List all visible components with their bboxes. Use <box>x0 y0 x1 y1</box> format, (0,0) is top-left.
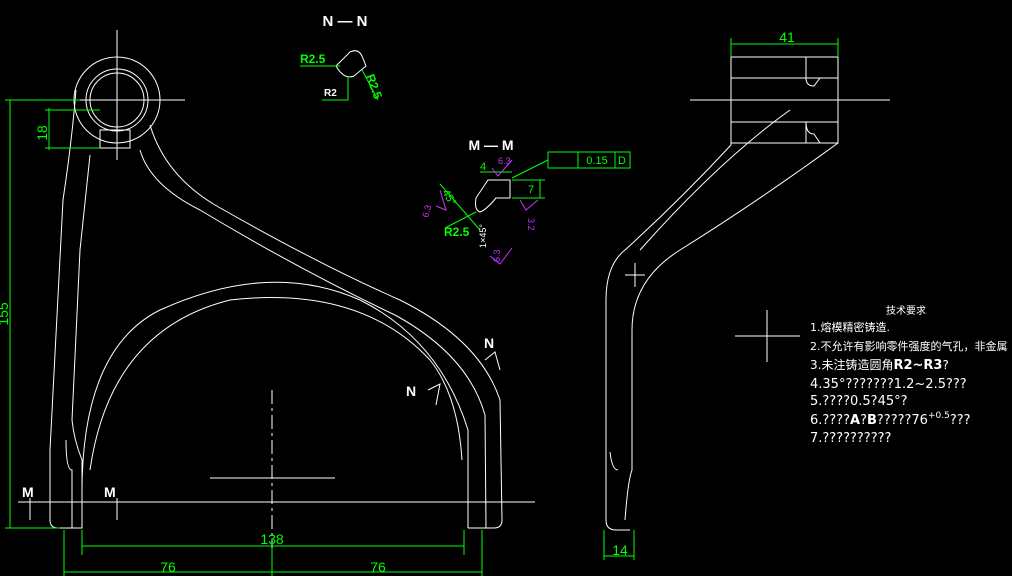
nn-r25-left: R2.5 <box>300 52 326 66</box>
side-arm-outer <box>605 143 732 531</box>
left-leg-outline <box>49 89 91 529</box>
notes-line-7: 7.?????????? <box>810 431 891 446</box>
fork-arch-inner <box>89 297 463 471</box>
mm-tolerance: 0.15 <box>586 155 607 167</box>
nn-profile <box>335 50 367 78</box>
mm-dim-45: 45° <box>439 188 458 208</box>
side-arm-inner <box>624 142 839 521</box>
left-leg-inner <box>65 439 73 528</box>
notes-line-2: 2.不允许有影响零件强度的气孔，非金属 <box>810 339 1008 353</box>
front-dim-labels: 18 155 138 76 76 N N M M <box>0 125 494 575</box>
technical-notes: 技术要求 1.熔模精密铸造. 2.不允许有影响零件强度的气孔，非金属 3.未注铸… <box>810 304 1008 446</box>
dim-138: 138 <box>260 531 284 547</box>
mm-datum: D <box>618 155 626 167</box>
roughness-63-bottom: 6.3 <box>492 249 502 262</box>
notes-center-cross <box>735 310 800 362</box>
dim-41: 41 <box>779 29 795 45</box>
roughness-63-top: 6.3 <box>498 156 511 166</box>
section-mm: M — M 4 7 45° 1×45° R2.5 0.15 D 6.3 6.3 <box>420 137 631 265</box>
arm-outer-curve <box>149 124 503 529</box>
nn-r25-right: R2.5 <box>363 72 385 101</box>
mm-dim-4: 4 <box>480 161 486 173</box>
section-n-marker-1: N <box>484 335 494 351</box>
mm-profile <box>475 179 511 213</box>
dim-18: 18 <box>34 125 50 141</box>
mm-dim-7: 7 <box>528 184 534 196</box>
notes-line-3: 3.未注铸造圆角R2~R3? <box>810 357 949 373</box>
dim-155: 155 <box>0 302 11 326</box>
fork-arch-outer <box>81 281 469 528</box>
notes-line-1: 1.熔模精密铸造. <box>810 320 890 334</box>
side-dimensions <box>603 38 839 560</box>
mm-r25: R2.5 <box>444 225 470 239</box>
section-m-marker-left: M <box>22 484 34 500</box>
notes-line-5: 5.????0.5?45°? <box>810 394 908 409</box>
mm-dim-1x45: 1×45° <box>478 224 488 248</box>
n-section-mark-1 <box>484 351 501 371</box>
nn-r2: R2 <box>324 88 337 99</box>
front-dimensions <box>5 99 483 576</box>
front-view <box>18 30 535 576</box>
notes-line-6: 6.????A?B?????76+0.5??? <box>810 411 971 428</box>
dim-76-right: 76 <box>370 559 386 575</box>
section-n-marker-2: N <box>406 383 416 399</box>
section-m-marker-right: M <box>104 484 116 500</box>
side-view <box>605 56 890 531</box>
dim-14: 14 <box>612 542 628 558</box>
n-section-mark-2 <box>427 383 441 406</box>
boss-hub <box>99 129 131 149</box>
section-mm-label: M — M <box>468 137 513 153</box>
section-nn: N — N R2.5 R2 R2.5 <box>300 13 385 101</box>
arm-inner-curve <box>139 149 487 529</box>
roughness-32: 3.2 <box>526 218 536 231</box>
section-nn-label: N — N <box>323 13 368 30</box>
roughness-63-left: 6.3 <box>420 204 433 219</box>
notes-line-4: 4.35°???????1.2~2.5??? <box>810 377 967 392</box>
notes-title: 技术要求 <box>886 304 926 317</box>
dim-76-left: 76 <box>160 559 176 575</box>
